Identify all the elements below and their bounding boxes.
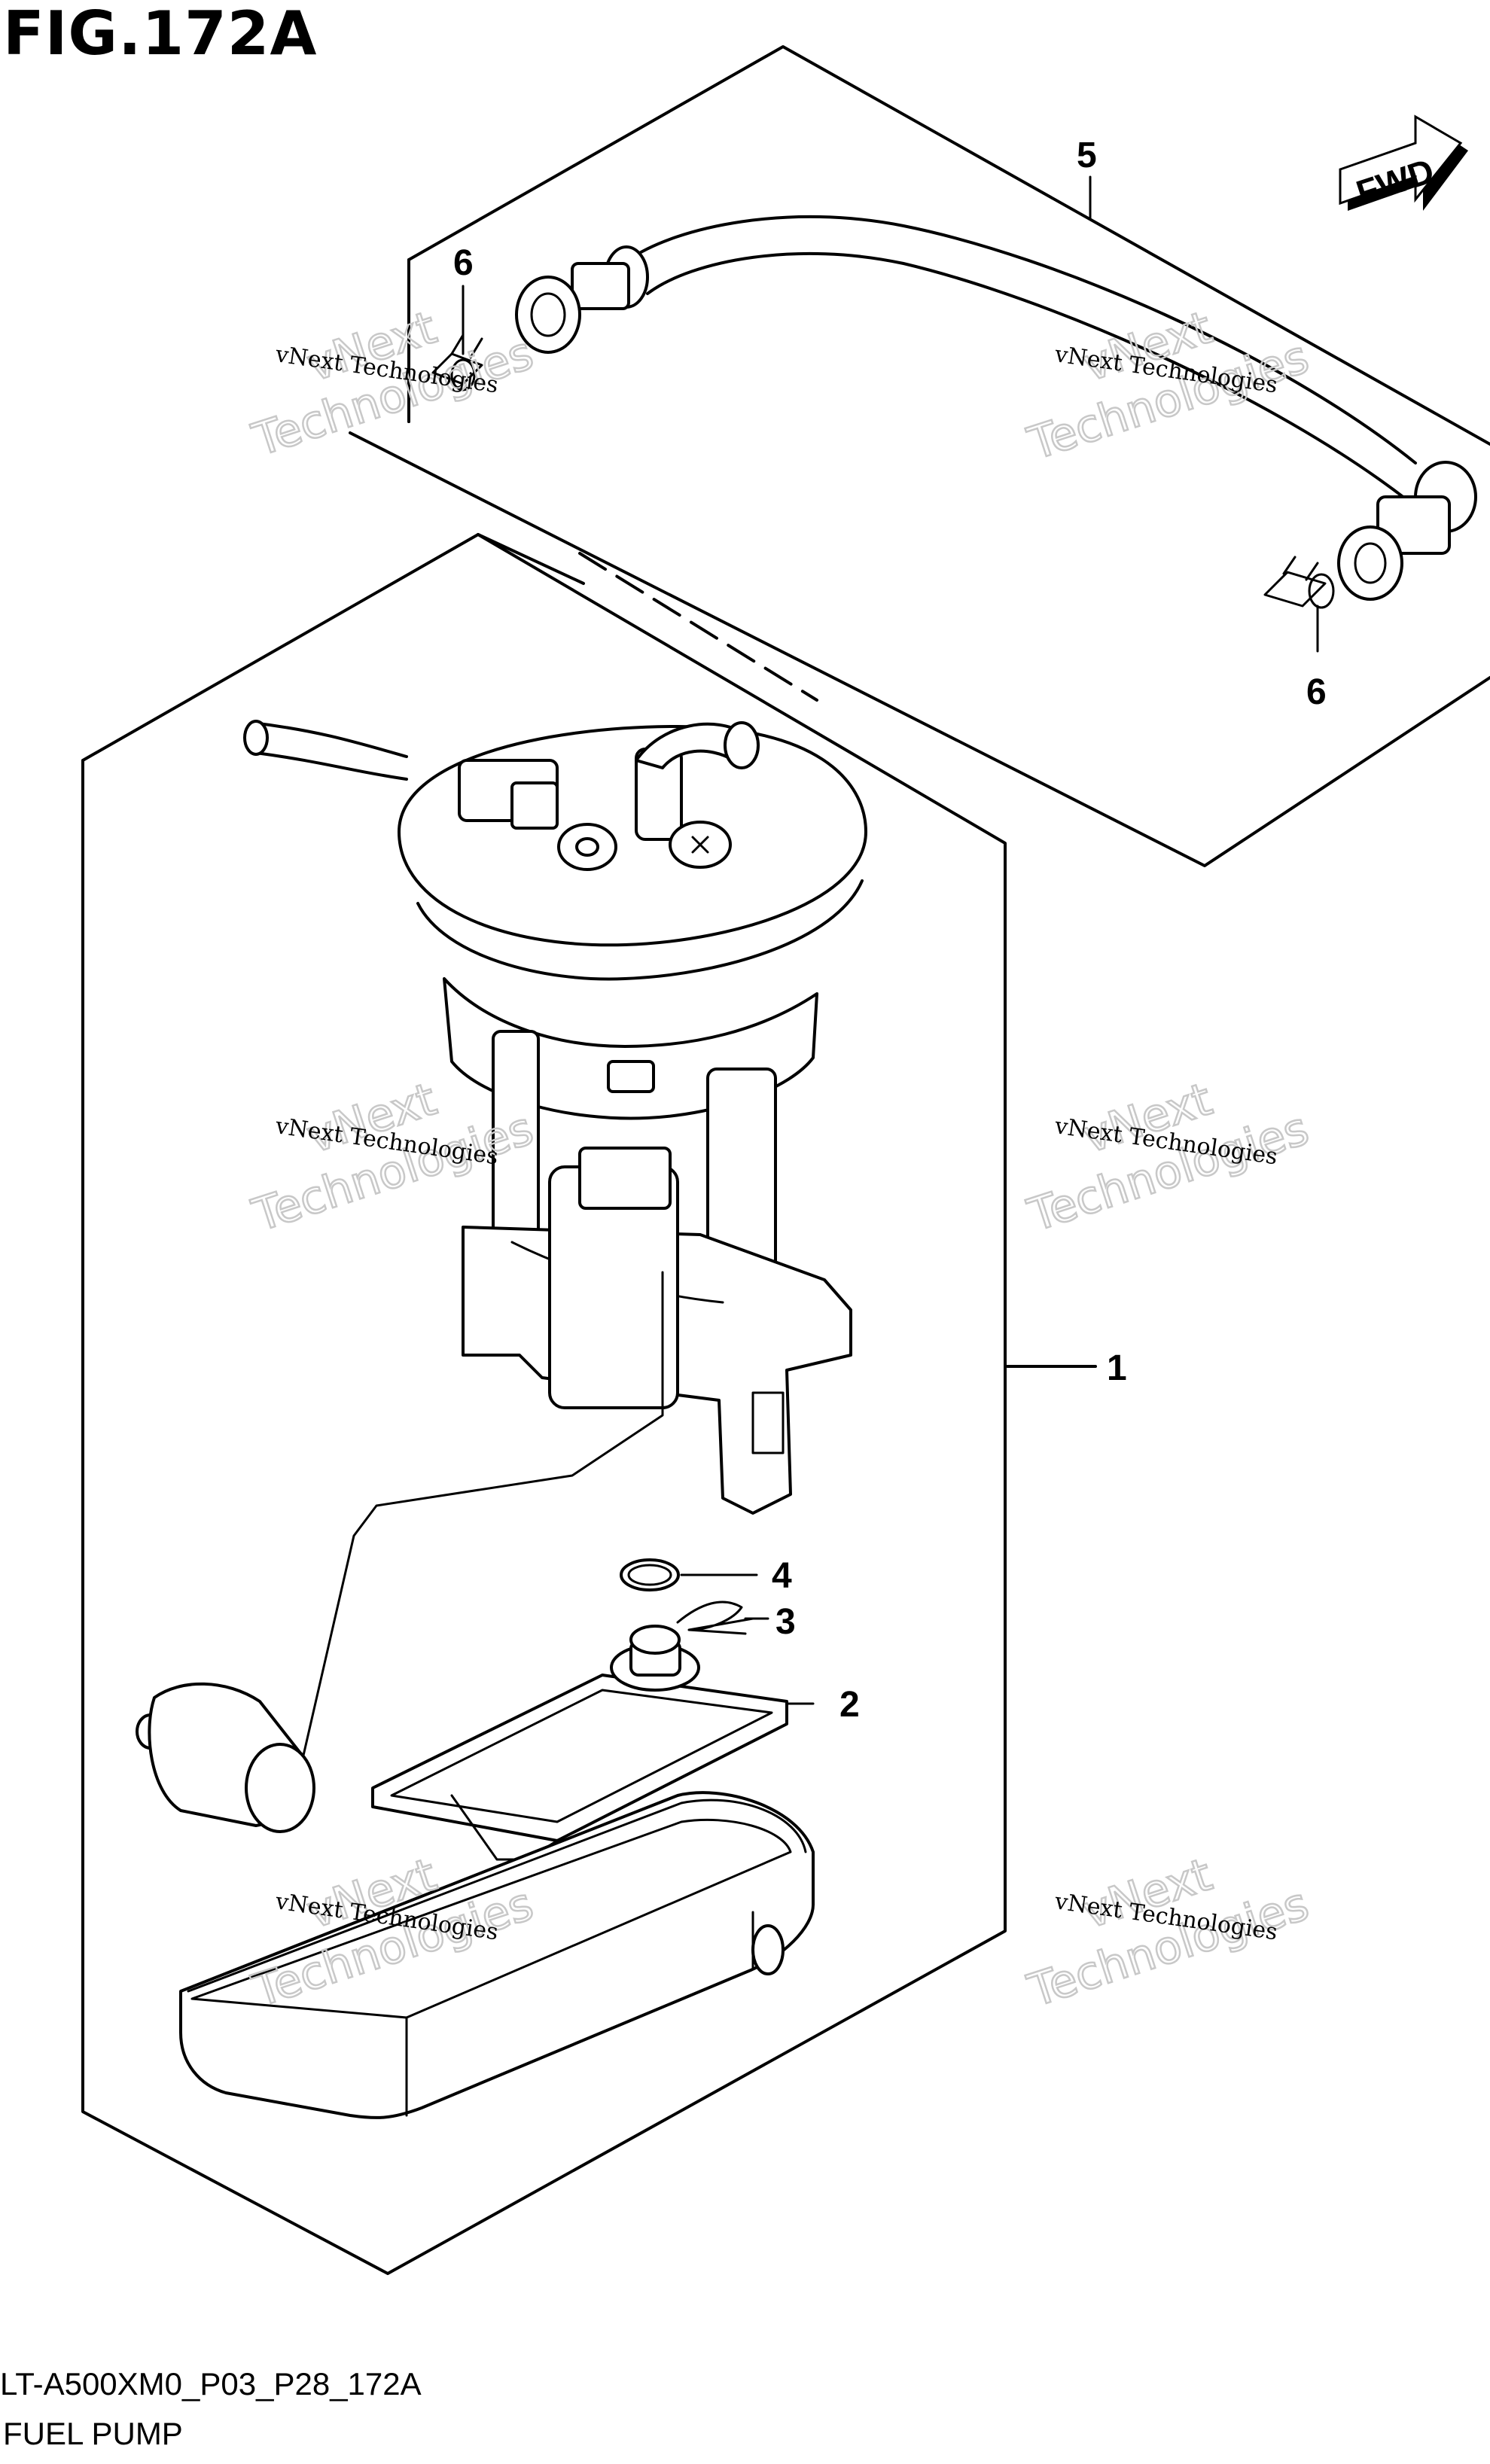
o-ring-4 <box>620 1558 758 1591</box>
fwd-direction-badge: FWD <box>1339 114 1468 212</box>
watermark-mid-right: Technologies vNext vNext Technologies <box>1021 1072 1316 1244</box>
svg-text:4: 4 <box>772 1556 792 1596</box>
fuel-pump-1 <box>136 720 867 1833</box>
pump-assembly-frame <box>81 533 1097 2275</box>
clip-3 <box>676 1601 769 1635</box>
hose-clamp-6-left <box>431 285 483 391</box>
fuel-tank-tray <box>179 1791 815 2119</box>
callout-6-right: 6 <box>1306 672 1327 712</box>
watermark-top-right: Technologies vNext vNext Technologies <box>1021 300 1316 472</box>
svg-text:2: 2 <box>839 1685 860 1725</box>
watermark-top-left: Technologies vNext vNext Technologies <box>245 300 541 468</box>
callout-4: 4 <box>772 1556 792 1596</box>
svg-text:3: 3 <box>775 1602 796 1642</box>
svg-text:6: 6 <box>1306 672 1327 712</box>
svg-text:5: 5 <box>1077 136 1097 175</box>
callout-6-top: 6 <box>453 243 474 283</box>
callout-1: 1 <box>1107 1348 1127 1388</box>
svg-text:6: 6 <box>453 243 474 283</box>
callout-3: 3 <box>775 1602 796 1642</box>
figure-title: FIG.172A <box>3 0 318 69</box>
figure-code: LT-A500XM0_P03_P28_172A <box>0 2366 422 2402</box>
fuel-hose-5 <box>515 215 1477 601</box>
callout-2: 2 <box>839 1685 860 1725</box>
watermark-bottom-right: Technologies vNext vNext Technologies <box>1021 1847 1316 2019</box>
svg-text:1: 1 <box>1107 1348 1127 1388</box>
callout-5: 5 <box>1077 136 1097 220</box>
hose-assembly-frame <box>349 45 1490 867</box>
figure-name: FUEL PUMP <box>3 2416 183 2451</box>
hose-clamp-6-right <box>1263 556 1335 653</box>
